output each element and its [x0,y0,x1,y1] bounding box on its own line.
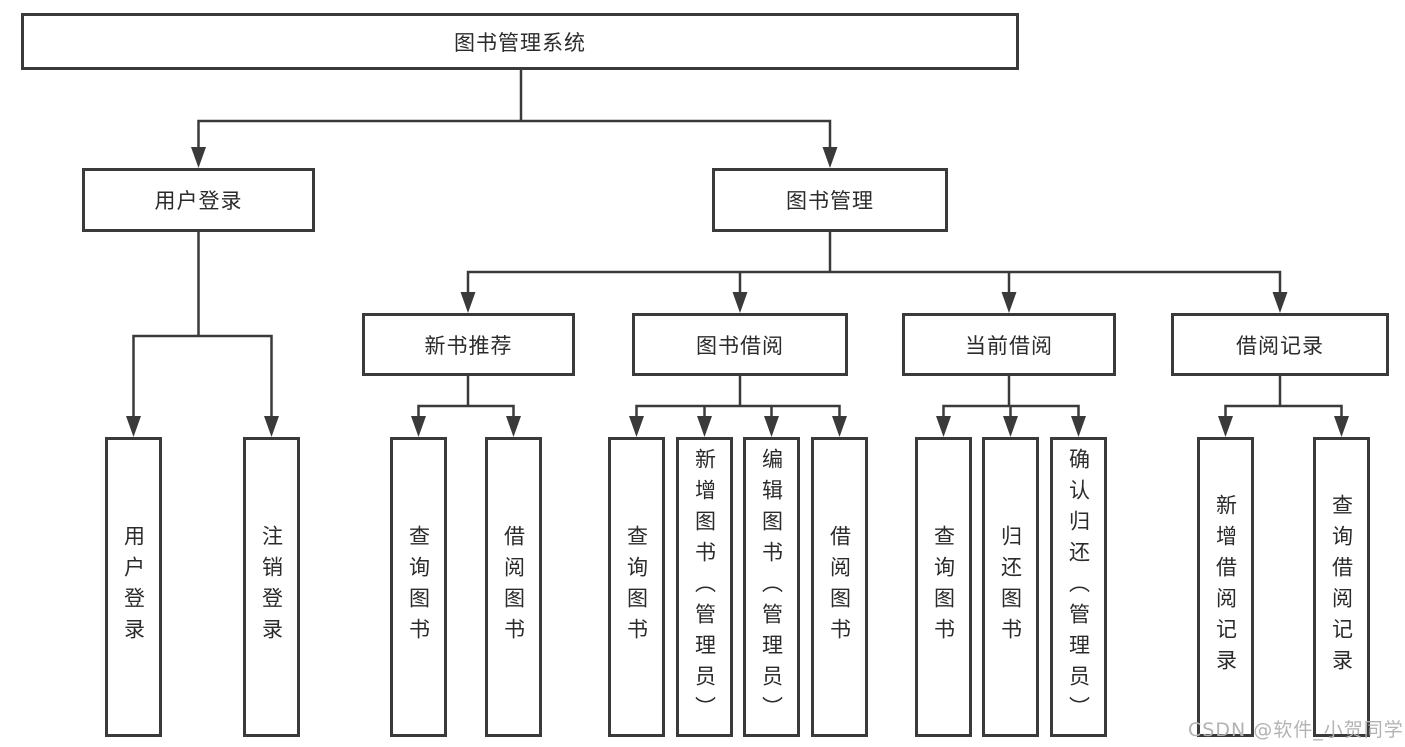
leaf-add-borrow-record: 新增借阅记录 [1197,437,1254,737]
leaf-logout: 注销登录 [243,437,300,737]
leaf-edit-books-admin-label: 编辑图书（管理员） [759,447,784,727]
leaf-borrow-books-label: 借阅图书 [827,525,852,649]
node-library-system: 图书管理系统 [21,13,1019,70]
csdn-watermark: CSDN @软件_小贺同学 [1188,719,1404,741]
node-book-borrowing-label: 图书借阅 [696,333,784,358]
arrowheads [126,147,1349,437]
leaf-query-books-current: 查询图书 [915,437,972,737]
leaf-add-books-admin-label: 新增图书（管理员） [692,447,717,727]
node-user-login-label: 用户登录 [154,189,243,213]
node-current-borrowing-label: 当前借阅 [965,333,1053,358]
leaf-confirm-return-admin: 确认归还（管理员） [1050,437,1107,737]
leaf-query-books-recommend-label: 查询图书 [406,525,431,649]
leaf-borrow-books-recommend: 借阅图书 [485,437,542,737]
leaf-logout-label: 注销登录 [259,525,284,649]
leaf-borrow-books-recommend-label: 借阅图书 [501,525,526,649]
leaf-add-books-admin: 新增图书（管理员） [676,437,733,737]
node-borrow-records: 借阅记录 [1171,313,1389,376]
leaf-query-books-borrowing-label: 查询图书 [624,525,649,649]
node-new-book-recommend-label: 新书推荐 [424,333,513,358]
node-new-book-recommend: 新书推荐 [362,313,575,376]
node-current-borrowing: 当前借阅 [902,313,1116,376]
leaf-query-borrow-record-label: 查询借阅记录 [1329,494,1354,680]
leaf-return-books-label: 归还图书 [998,525,1023,649]
leaf-user-login: 用户登录 [105,437,162,737]
leaf-edit-books-admin: 编辑图书（管理员） [743,437,800,737]
leaf-return-books: 归还图书 [982,437,1039,737]
node-book-management: 图书管理 [712,168,948,232]
node-book-borrowing: 图书借阅 [632,313,848,376]
leaf-add-borrow-record-label: 新增借阅记录 [1213,494,1238,680]
node-borrow-records-label: 借阅记录 [1236,333,1324,358]
node-user-login: 用户登录 [82,168,315,232]
node-book-management-label: 图书管理 [786,189,874,213]
leaf-borrow-books: 借阅图书 [811,437,868,737]
leaf-query-books-borrowing: 查询图书 [608,437,665,737]
leaf-query-books-recommend: 查询图书 [390,437,447,737]
leaf-confirm-return-admin-label: 确认归还（管理员） [1066,447,1091,727]
leaf-query-borrow-record: 查询借阅记录 [1313,437,1370,737]
leaf-user-login-label: 用户登录 [121,525,146,649]
leaf-query-books-current-label: 查询图书 [931,525,956,649]
node-library-system-label: 图书管理系统 [454,30,586,55]
